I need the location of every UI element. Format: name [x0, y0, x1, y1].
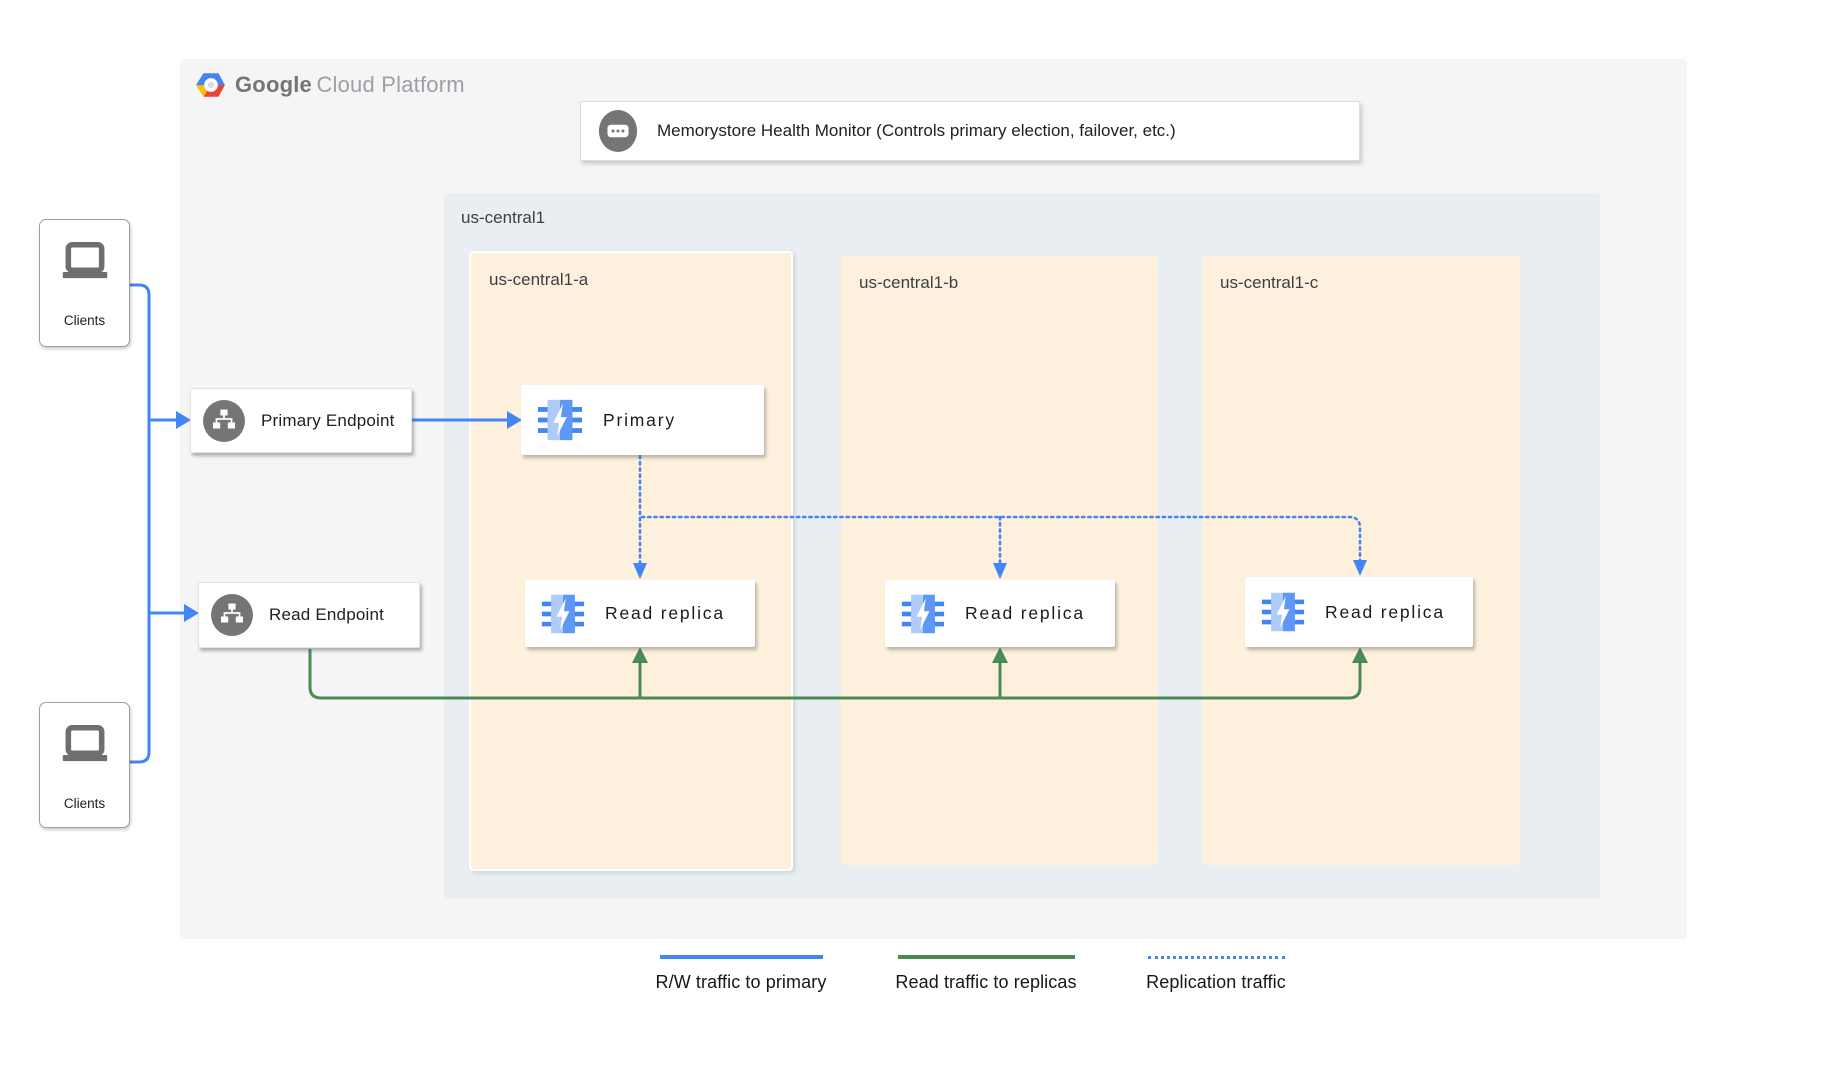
- read-replica-box-c: Read replica: [1245, 577, 1473, 647]
- logo-text-google: Google: [235, 72, 312, 97]
- legend-item-rw-traffic: R/W traffic to primary: [631, 955, 851, 993]
- zone-label-b: us-central1-b: [859, 273, 959, 292]
- memorystore-chip-icon: [901, 592, 945, 636]
- clients-box-top: Clients: [39, 219, 130, 347]
- zone-label-a: us-central1-a: [489, 270, 589, 289]
- memorystore-chip-icon: [1261, 590, 1305, 634]
- primary-node-box: Primary: [521, 385, 764, 455]
- clients-label: Clients: [63, 796, 106, 811]
- laptop-icon: [57, 242, 113, 287]
- zone-us-central1-a: us-central1-a: [469, 251, 793, 871]
- read-traffic-arrowheads: [632, 647, 1368, 663]
- replication-traffic-lines: [638, 454, 1362, 565]
- gcp-hexagon-icon: [196, 72, 226, 98]
- primary-endpoint-label: Primary Endpoint: [261, 410, 395, 430]
- health-monitor-box: Memorystore Health Monitor (Controls pri…: [580, 101, 1360, 161]
- legend-label-read: Read traffic to replicas: [895, 972, 1077, 992]
- clients-box-bottom: Clients: [39, 702, 130, 828]
- memorystore-chip-icon: [541, 592, 585, 636]
- region-label: us-central1: [461, 208, 546, 227]
- legend-label-replication: Replication traffic: [1146, 972, 1286, 992]
- legend-label-rw: R/W traffic to primary: [655, 972, 827, 992]
- legend: R/W traffic to primary Read traffic to r…: [0, 955, 1832, 1025]
- legend-line-blue-solid: [659, 955, 823, 959]
- rw-traffic-lines: [130, 283, 507, 764]
- read-replica-label: Read replica: [605, 603, 725, 623]
- read-endpoint-label: Read Endpoint: [269, 605, 385, 624]
- read-traffic-lines: [308, 649, 1362, 700]
- network-endpoint-icon: [202, 399, 246, 443]
- read-replica-box-b: Read replica: [885, 580, 1115, 647]
- read-replica-label: Read replica: [965, 603, 1085, 623]
- gcp-logo: Google Cloud Platform: [196, 72, 465, 98]
- read-replica-box-a: Read replica: [525, 580, 755, 647]
- zone-label-c: us-central1-c: [1220, 273, 1319, 292]
- legend-item-replication-traffic: Replication traffic: [1106, 955, 1326, 993]
- memorystore-chip-icon: [537, 397, 583, 443]
- rw-traffic-arrowheads: [176, 411, 522, 622]
- read-endpoint-box: Read Endpoint: [198, 582, 420, 648]
- chat-dots-icon: [597, 109, 639, 153]
- health-monitor-label: Memorystore Health Monitor (Controls pri…: [657, 121, 1176, 140]
- network-endpoint-icon: [210, 593, 254, 637]
- laptop-icon: [57, 725, 113, 770]
- primary-node-label: Primary: [603, 409, 676, 430]
- legend-line-green-solid: [897, 955, 1075, 959]
- legend-line-blue-dotted: [1147, 956, 1285, 959]
- logo-text-cloud-platform: Cloud Platform: [316, 72, 465, 97]
- clients-label: Clients: [63, 313, 106, 328]
- read-replica-label: Read replica: [1325, 601, 1445, 622]
- legend-item-read-traffic: Read traffic to replicas: [876, 955, 1096, 993]
- primary-endpoint-box: Primary Endpoint: [190, 388, 412, 453]
- replication-traffic-arrowheads: [633, 560, 1367, 579]
